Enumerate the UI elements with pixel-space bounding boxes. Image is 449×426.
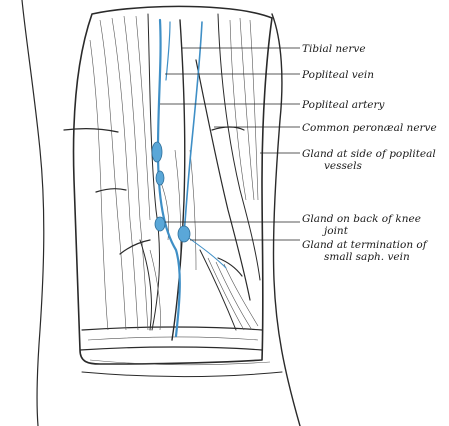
label-popliteal-artery: Popliteal artery	[301, 99, 386, 111]
dissection-window	[72, 5, 283, 377]
gland-back-of-knee	[154, 216, 166, 232]
gland-side-vessels	[151, 141, 163, 163]
peroneal-nerve-path	[195, 59, 251, 301]
label-gland-back-knee: Gland on back of knee joint	[302, 213, 424, 237]
label-gland-side-popliteal: Gland at side of popliteal vessels	[302, 148, 439, 172]
label-tibial-nerve: Tibial nerve	[302, 43, 366, 55]
labels: Tibial nerve Popliteal vein Popliteal ar…	[301, 43, 439, 263]
label-popliteal-vein: Popliteal vein	[301, 69, 374, 81]
popliteal-vein-path	[156, 18, 181, 338]
nerves	[171, 19, 251, 341]
label-gland-saph-vein: Gland at termination of small saph. vein	[302, 239, 430, 263]
leg-outline	[21, 0, 301, 426]
tibial-nerve-path	[171, 19, 186, 341]
lymph-glands	[151, 141, 191, 243]
gland-saph-termination	[177, 225, 191, 243]
veins	[156, 18, 227, 338]
muscle-hatching	[89, 13, 261, 331]
label-common-peroneal-nerve: Common peronæal nerve	[302, 122, 437, 134]
leader-lines	[160, 47, 300, 241]
